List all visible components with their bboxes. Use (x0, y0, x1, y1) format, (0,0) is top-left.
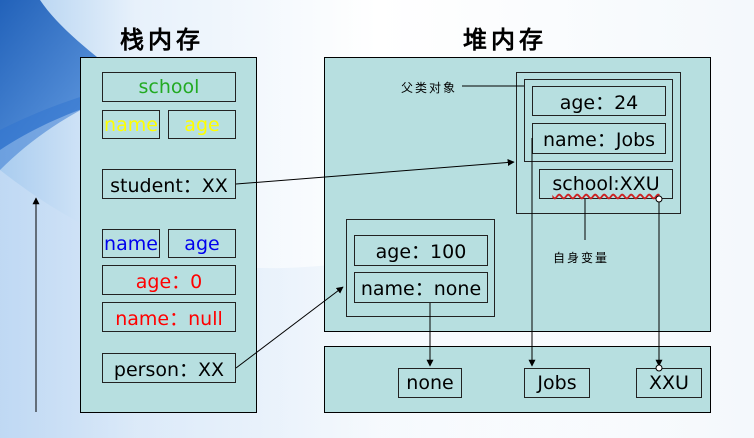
stack-name-value: name：null (102, 302, 236, 332)
heap-student-school: school:XXU (539, 169, 673, 199)
heap-student-name: name：Jobs (532, 123, 666, 154)
stack-age-field-inherited: age (168, 110, 236, 139)
stack-person-reference: person：XX (102, 353, 236, 383)
heap-student-age: age：24 (532, 86, 666, 116)
constant-xxu: XXU (636, 368, 702, 398)
self-variable-label: 自身变量 (553, 251, 610, 265)
heap-person-age: age：100 (354, 235, 488, 266)
stack-school-field: school (102, 72, 236, 102)
stack-name-field-inherited: name (102, 110, 160, 139)
parent-object-frame (524, 79, 673, 162)
person-object-frame (346, 219, 495, 317)
student-object-outer (516, 72, 681, 214)
heap-heading: 堆内存 (463, 25, 547, 54)
stack-heading: 栈内存 (120, 25, 204, 54)
heap-student-school-text: school:XXU (552, 173, 660, 195)
constant-none: none (398, 368, 462, 398)
parent-object-label: 父类对象 (401, 81, 458, 95)
stack-name-field-person: name (102, 229, 160, 258)
stack-age-value: age：0 (102, 265, 236, 295)
constant-jobs: Jobs (524, 368, 590, 398)
stack-student-reference: student：XX (102, 169, 236, 199)
heap-person-name: name：none (354, 272, 488, 303)
stack-age-field-person: age (168, 229, 236, 258)
